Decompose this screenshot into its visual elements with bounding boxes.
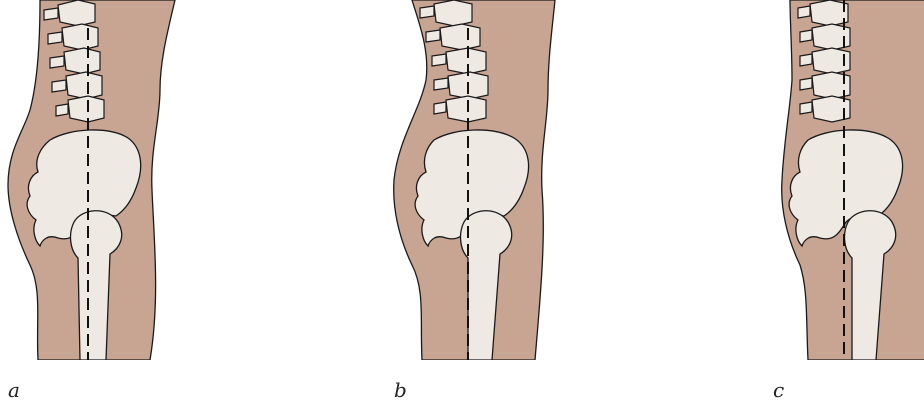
pelvis-spine-diagram-a [0,0,220,360]
pelvis-spine-diagram-b [380,0,600,360]
posture-figure-c [760,0,924,360]
caption-b: b [394,378,407,402]
caption-a: a [8,378,20,402]
posture-figure-b [380,0,600,360]
pelvis-spine-diagram-c [760,0,924,360]
caption-c: c [773,378,784,402]
posture-figure-a [0,0,220,360]
